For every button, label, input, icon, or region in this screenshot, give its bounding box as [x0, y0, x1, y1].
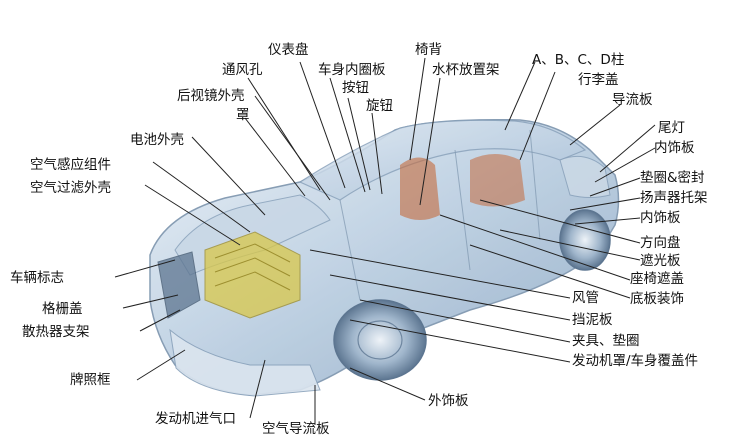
- label-speaker-bracket: 扬声器托架: [640, 190, 708, 206]
- label-trim-panel-upper: 内饰板: [654, 140, 695, 156]
- car-windshield: [298, 119, 587, 201]
- label-grille-cover: 格栅盖: [42, 301, 83, 317]
- label-knob: 旋钮: [366, 98, 393, 114]
- label-license-frame: 牌照框: [70, 372, 111, 388]
- label-instrument-panel: 仪表盘: [268, 42, 309, 58]
- label-exterior-trim: 外饰板: [428, 393, 469, 409]
- label-clamp-washer: 夹具、垫圈: [572, 333, 640, 349]
- label-seat-cover: 座椅遮盖: [630, 271, 684, 287]
- label-spoiler: 导流板: [612, 92, 653, 108]
- label-air-duct: 风管: [572, 290, 599, 306]
- label-tail-light: 尾灯: [658, 120, 685, 136]
- front-grille: [157, 251, 201, 319]
- label-gasket-seal: 垫圈&密封: [640, 170, 705, 186]
- label-floor-trim: 底板装饰: [630, 291, 684, 307]
- rear-wheel: [559, 209, 611, 271]
- label-air-sensor: 空气感应组件: [30, 157, 111, 173]
- front-seat: [400, 157, 440, 220]
- label-cover: 罩: [236, 107, 250, 123]
- trunk-lid: [559, 155, 611, 198]
- label-abcd-pillars: A、B、C、D柱: [532, 52, 625, 68]
- front-bumper: [169, 328, 321, 397]
- label-cup-holder: 水杯放置架: [432, 62, 500, 78]
- label-engine-intake: 发动机进气口: [155, 411, 236, 427]
- label-button: 按钮: [342, 80, 369, 96]
- label-radiator-support: 散热器支架: [22, 324, 90, 340]
- label-inner-body-panel: 车身内圈板: [318, 62, 386, 78]
- label-air-deflector: 空气导流板: [262, 421, 330, 437]
- label-vehicle-emblem: 车辆标志: [10, 270, 64, 286]
- label-sun-visor: 遮光板: [640, 253, 681, 269]
- rear-seat: [470, 154, 525, 207]
- label-air-filter-housing: 空气过滤外壳: [30, 180, 111, 196]
- leader-lines: [114, 57, 656, 425]
- label-trunk-lid: 行李盖: [578, 72, 619, 88]
- label-battery-housing: 电池外壳: [130, 132, 184, 148]
- label-trim-panel-lower: 内饰板: [640, 210, 681, 226]
- label-steering-wheel: 方向盘: [640, 235, 681, 251]
- front-wheel: [333, 299, 427, 381]
- label-fender: 挡泥板: [572, 312, 613, 328]
- label-hood-body-panel: 发动机罩/车身覆盖件: [572, 353, 699, 369]
- label-mirror-housing: 后视镜外壳: [177, 88, 245, 104]
- label-seat-back: 椅背: [415, 42, 442, 58]
- label-air-vent: 通风孔: [222, 62, 263, 78]
